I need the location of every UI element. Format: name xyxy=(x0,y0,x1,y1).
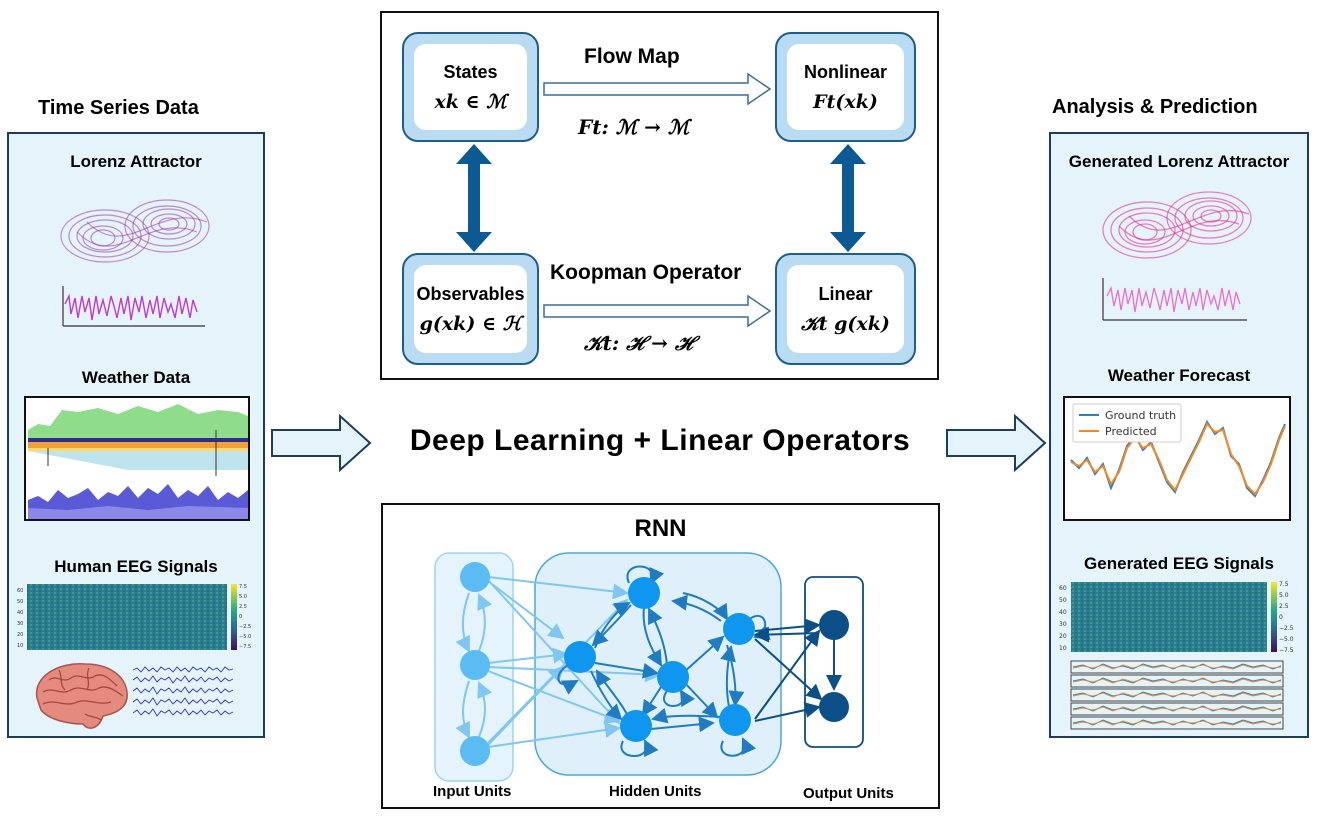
colorbar-tick: −2.5 xyxy=(1279,625,1294,632)
generated-eeg-label: Generated EEG Signals xyxy=(1084,554,1274,573)
observables-node: Observables g(xk) ∈ ℋ xyxy=(402,253,539,365)
nonlinear-math: Ft(xk) xyxy=(813,90,878,113)
rnn-title: RNN xyxy=(634,515,687,542)
eeg-y-tick: 60 xyxy=(17,588,23,594)
generated-lorenz-label: Generated Lorenz Attractor xyxy=(1068,152,1290,171)
colorbar-tick: 5.0 xyxy=(239,594,247,600)
flow-map-math: Ft: ℳ → ℳ xyxy=(578,115,690,139)
weather-forecast-label: Weather Forecast xyxy=(1107,366,1251,385)
eeg-traces-left xyxy=(132,666,234,717)
hidden-units-caption: Hidden Units xyxy=(609,783,702,800)
eeg-y-tick: 40 xyxy=(1059,609,1067,616)
lorenz-attractor-label: Lorenz Attractor xyxy=(70,152,202,171)
right-arrow-right-icon xyxy=(946,413,1047,473)
colorbar-tick: 2.5 xyxy=(1279,603,1289,610)
states-node: States xk ∈ ℳ xyxy=(402,32,539,142)
analysis-panel: Generated Lorenz Attractor Weather Forec… xyxy=(1049,132,1309,738)
colorbar-tick: −7.5 xyxy=(1279,647,1294,654)
koopman-arrow-icon xyxy=(543,294,772,328)
generated-lorenz-image xyxy=(1102,191,1252,259)
output-units-caption: Output Units xyxy=(803,785,894,802)
nonlinear-node: Nonlinear Ft(xk) xyxy=(775,32,916,142)
generated-eeg-traces xyxy=(1070,660,1284,730)
eeg-y-tick: 60 xyxy=(1059,585,1067,592)
hidden-nodes xyxy=(564,577,755,742)
legend-ground-truth: Ground truth xyxy=(1105,409,1176,422)
koopman-diagram: States xk ∈ ℳ Nonlinear Ft(xk) Observabl… xyxy=(380,11,939,380)
colorbar-tick: −2.5 xyxy=(239,624,251,630)
eeg-heatmap-left: 60 50 40 30 20 10 7.5 5.0 2.5 0 −2.5 −5.0 −7.5 xyxy=(17,584,251,650)
colorbar-tick: 0 xyxy=(239,614,242,620)
koopman-operator-label: Koopman Operator xyxy=(550,261,742,284)
eeg-y-tick: 50 xyxy=(17,599,23,605)
colorbar-tick: 7.5 xyxy=(1279,581,1289,588)
output-nodes xyxy=(819,610,849,722)
observables-math: g(xk) ∈ ℋ xyxy=(419,312,522,335)
legend-predicted: Predicted xyxy=(1105,425,1157,438)
colorbar-tick: −5.0 xyxy=(1279,636,1294,643)
eeg-y-tick: 20 xyxy=(1059,633,1067,640)
input-units-caption: Input Units xyxy=(433,783,512,800)
colorbar-tick: 5.0 xyxy=(1279,592,1289,599)
rnn-diagram: RNN xyxy=(381,503,940,809)
eeg-y-tick: 30 xyxy=(17,621,23,627)
eeg-y-tick: 10 xyxy=(1059,645,1067,652)
left-column-title: Time Series Data xyxy=(38,97,199,119)
eeg-y-tick: 40 xyxy=(17,610,23,616)
weather-data-label: Weather Data xyxy=(81,368,191,387)
linear-label: Linear xyxy=(818,283,873,304)
eeg-y-tick: 20 xyxy=(17,632,23,638)
states-label: States xyxy=(443,61,498,82)
eeg-y-tick: 50 xyxy=(1059,597,1067,604)
observables-label: Observables xyxy=(416,283,525,304)
input-nodes xyxy=(460,562,490,766)
nonlinear-label: Nonlinear xyxy=(803,61,887,82)
linear-math: 𝒦t g(xk) xyxy=(801,312,890,335)
colorbar-tick: 2.5 xyxy=(239,604,247,610)
eeg-y-tick: 30 xyxy=(1059,621,1067,628)
linear-node: Linear 𝒦t g(xk) xyxy=(775,253,916,365)
flow-map-label: Flow Map xyxy=(584,45,680,68)
lorenz-attractor-image xyxy=(60,199,210,263)
weather-forecast-chart: Ground truth Predicted xyxy=(1063,396,1291,521)
colorbar-tick: 7.5 xyxy=(239,584,247,590)
koopman-math: 𝒦t: ℋ → ℋ xyxy=(584,331,693,355)
double-arrow-right-icon xyxy=(830,144,866,252)
weather-data-image xyxy=(24,396,250,521)
colorbar-tick: 0 xyxy=(1279,614,1283,621)
center-title: Deep Learning + Linear Operators xyxy=(409,424,911,457)
rnn-network xyxy=(434,552,864,782)
human-eeg-label: Human EEG Signals xyxy=(54,557,218,576)
colorbar-tick: −7.5 xyxy=(239,644,251,650)
lorenz-timeseries-plot xyxy=(62,286,205,327)
brain-image xyxy=(35,663,128,729)
states-math: xk ∈ ℳ xyxy=(434,90,507,113)
eeg-heatmap-right: 60 50 40 30 20 10 7.5 5.0 2.5 0 −2.5 −5.0 −7.5 xyxy=(1059,581,1294,654)
flow-map-arrow-icon xyxy=(543,72,772,106)
eeg-y-tick: 10 xyxy=(17,643,23,649)
generated-lorenz-timeseries xyxy=(1102,278,1247,321)
right-arrow-left-icon xyxy=(271,413,372,473)
double-arrow-left-icon xyxy=(456,144,492,252)
right-column-title: Analysis & Prediction xyxy=(1052,96,1258,118)
colorbar-tick: −5.0 xyxy=(239,634,251,640)
time-series-panel: Lorenz Attractor Weather Data H xyxy=(7,132,265,738)
